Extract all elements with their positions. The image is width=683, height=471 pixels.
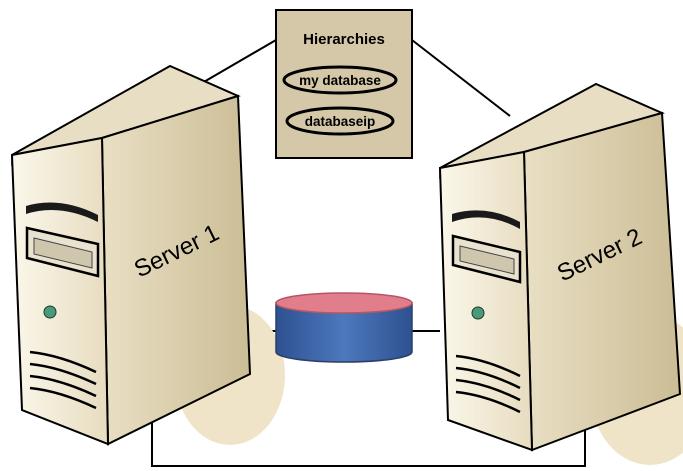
database-body xyxy=(275,302,413,363)
server2-front xyxy=(438,150,534,452)
server1-power-led xyxy=(43,305,57,319)
server1-drive-bay-inner xyxy=(33,237,93,269)
hierarchies-title: Hierarchies xyxy=(303,31,385,48)
server1-front xyxy=(10,136,110,446)
connector-bottom xyxy=(151,415,586,467)
hierarchy-item-label: databaseip xyxy=(305,114,376,129)
hierarchy-item-label: my database xyxy=(299,73,381,88)
server2-vents xyxy=(455,354,521,414)
hierarchy-item[interactable]: my database xyxy=(282,65,398,95)
hierarchy-item-oval xyxy=(285,106,395,136)
server2-drive-bay-inner xyxy=(459,245,515,275)
server2-power-led xyxy=(471,306,485,320)
database-top xyxy=(275,292,413,314)
server1-drive-slot xyxy=(26,202,98,222)
hierarchy-item-oval xyxy=(282,65,398,95)
server-2[interactable]: Server 2 xyxy=(438,82,682,452)
server2-drive-slot xyxy=(452,210,520,229)
server-1[interactable]: Server 1 xyxy=(10,64,252,446)
database-cylinder[interactable] xyxy=(275,292,413,363)
connector-box-to-server2 xyxy=(411,39,511,117)
hierarchies-box[interactable]: Hierarchies my database databaseip xyxy=(275,9,413,159)
server1-vents xyxy=(29,350,97,410)
server2-side xyxy=(522,111,682,452)
hierarchy-item[interactable]: databaseip xyxy=(285,106,395,136)
